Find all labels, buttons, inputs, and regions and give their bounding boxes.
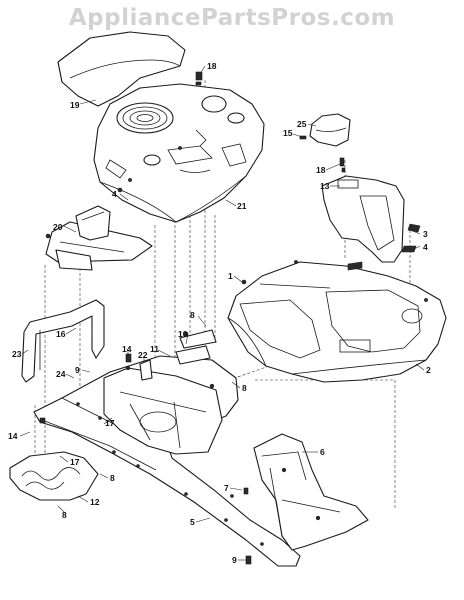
callout-7: 7: [224, 483, 229, 493]
hardware-fasteners: [39, 71, 252, 565]
callout-1: 1: [228, 271, 233, 281]
part-hood: [93, 83, 265, 223]
leader-lines: [19, 65, 425, 561]
callout-21: 21: [237, 201, 247, 211]
callout-2: 2: [426, 365, 431, 375]
callout-18-steering: 18: [316, 165, 326, 175]
part-front-bracket: [253, 433, 369, 551]
callout-6: 6: [320, 447, 325, 457]
callout-8-rail: 8: [110, 473, 115, 483]
callout-15: 15: [283, 128, 293, 138]
callout-12: 12: [90, 497, 100, 507]
callout-9-bottom: 9: [232, 555, 237, 565]
callout-3: 3: [423, 229, 428, 239]
callout-9-frame: 9: [75, 365, 80, 375]
callout-4-hood: 4: [112, 189, 117, 199]
callout-14-upper: 14: [122, 344, 132, 354]
part-seat-frame: [21, 299, 105, 383]
part-chassis-frame: [33, 329, 301, 567]
callout-19: 19: [70, 100, 80, 110]
callout-8-shield: 8: [62, 510, 67, 520]
callout-17-lower: 17: [70, 457, 80, 467]
callout-13: 13: [320, 181, 330, 191]
callout-17-mid: 17: [105, 418, 115, 428]
callout-10: 10: [178, 329, 188, 339]
callout-labels: 18 19 25 15 18 13 4 21 20 3 4 1 8 10 11 …: [8, 61, 431, 565]
part-dash-console: [321, 175, 421, 263]
part-steering-cap: [299, 113, 351, 173]
callout-25: 25: [297, 119, 307, 129]
callout-18-seat-bolt: 18: [207, 61, 217, 71]
callout-22: 22: [138, 350, 148, 360]
callout-20: 20: [53, 222, 63, 232]
callout-11: 11: [150, 344, 159, 354]
callout-5: 5: [190, 517, 195, 527]
callout-24: 24: [56, 369, 66, 379]
watermark: AppliancePartsPros.com: [68, 5, 396, 31]
callout-8-right: 8: [242, 383, 247, 393]
callout-14-lower: 14: [8, 431, 18, 441]
callout-23: 23: [12, 349, 22, 359]
part-rear-shield: [9, 451, 99, 501]
part-fender-deck: [227, 260, 447, 383]
callout-8-upper: 8: [190, 310, 195, 320]
callout-16: 16: [56, 329, 66, 339]
part-seat-cover: [57, 31, 186, 107]
part-battery-tray: [45, 205, 153, 271]
callout-4-dash: 4: [423, 242, 428, 252]
